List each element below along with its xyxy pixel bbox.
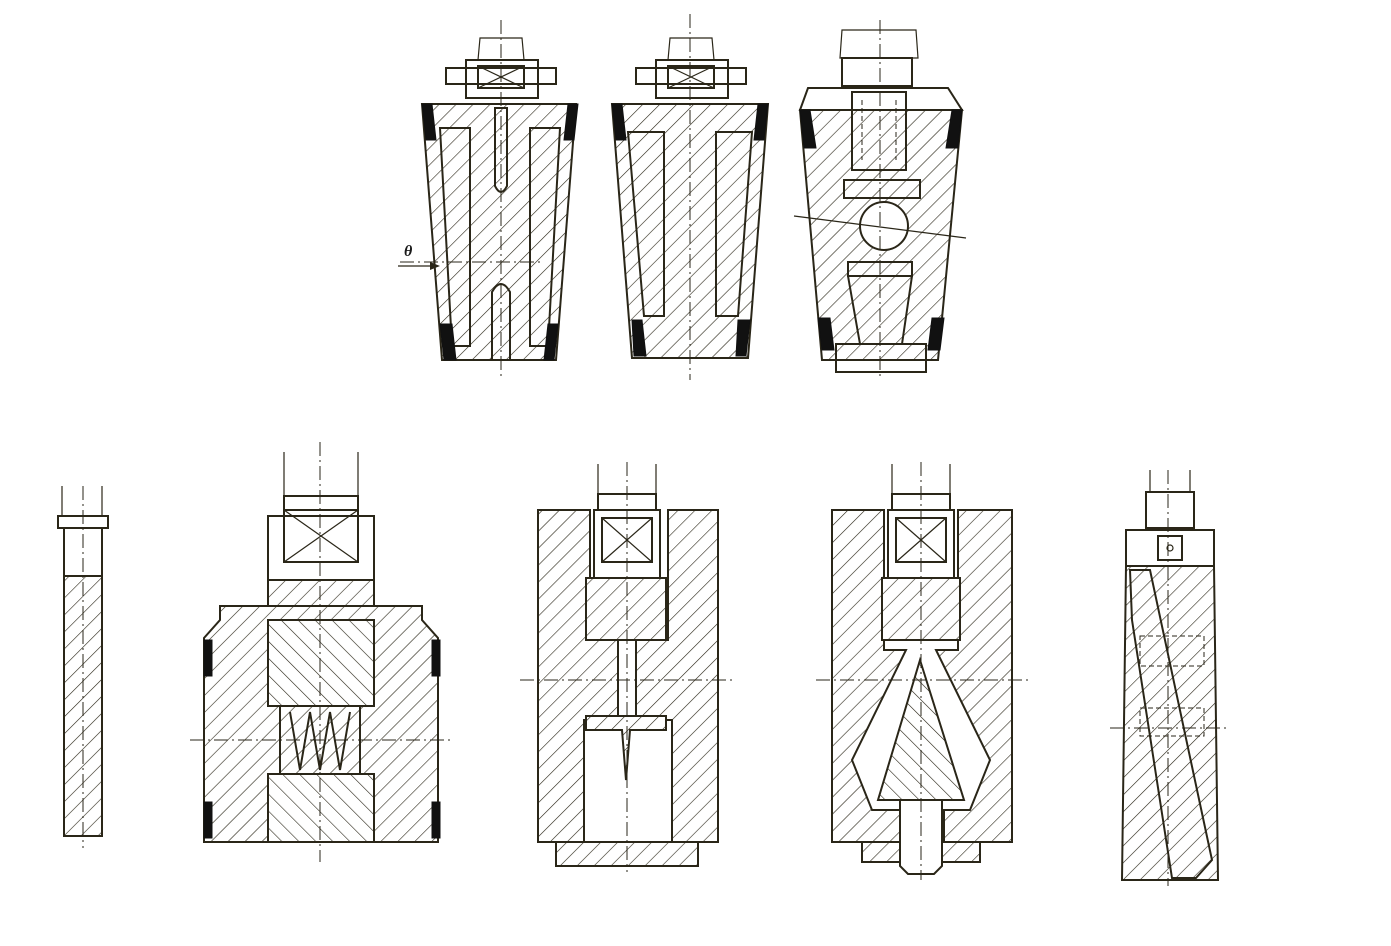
top-fixture-ball-joint [793, 20, 967, 380]
bottom-cone-block [816, 462, 1030, 880]
bottom-notch-block [520, 462, 734, 872]
bottom-twisted-block [1110, 470, 1230, 886]
bottom-spring-block [190, 442, 454, 862]
top-fixture-slotted: θ [398, 20, 579, 378]
top-fixture-ibeam [610, 14, 770, 380]
angle-theta-label: θ [404, 243, 413, 260]
bottom-bar-side-view [57, 486, 109, 848]
